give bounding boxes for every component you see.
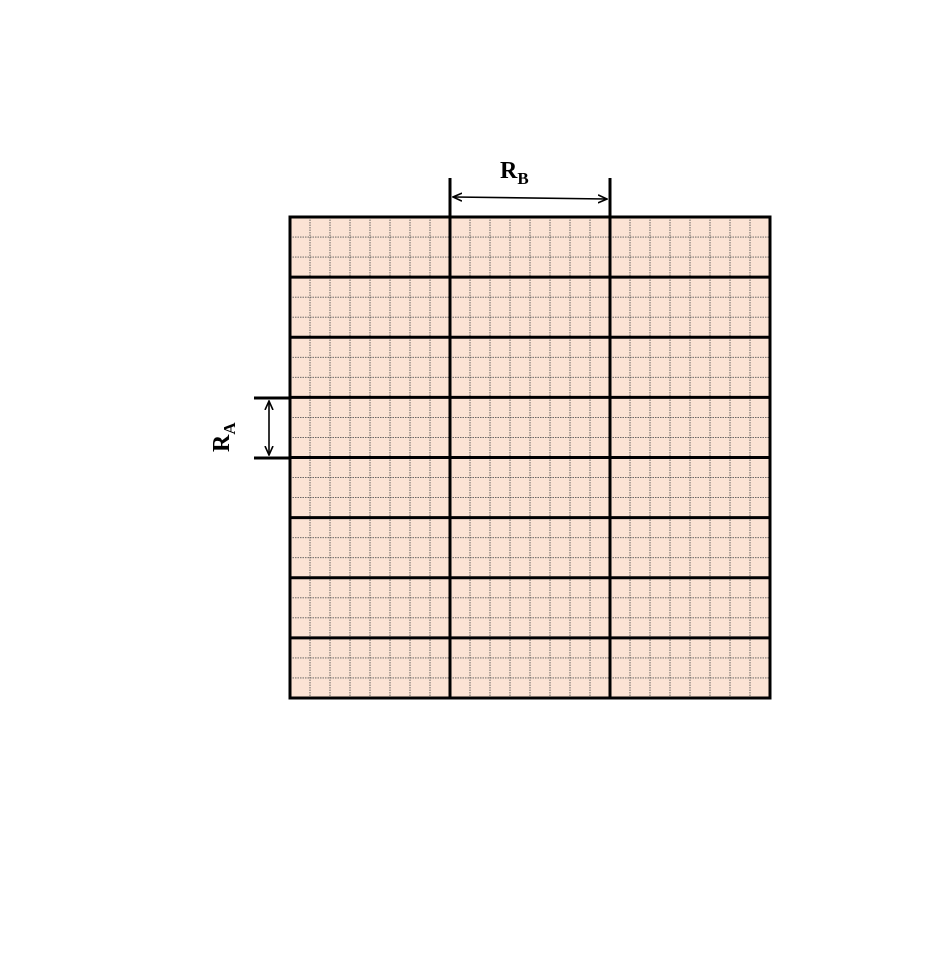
ra-dimension: RA (209, 396, 290, 460)
ra-label: RA (209, 422, 239, 452)
rb-dimension: RB (448, 158, 612, 217)
rb-arrow (454, 197, 606, 199)
major-grid-lines (290, 217, 770, 698)
rb-label: RB (500, 158, 529, 188)
